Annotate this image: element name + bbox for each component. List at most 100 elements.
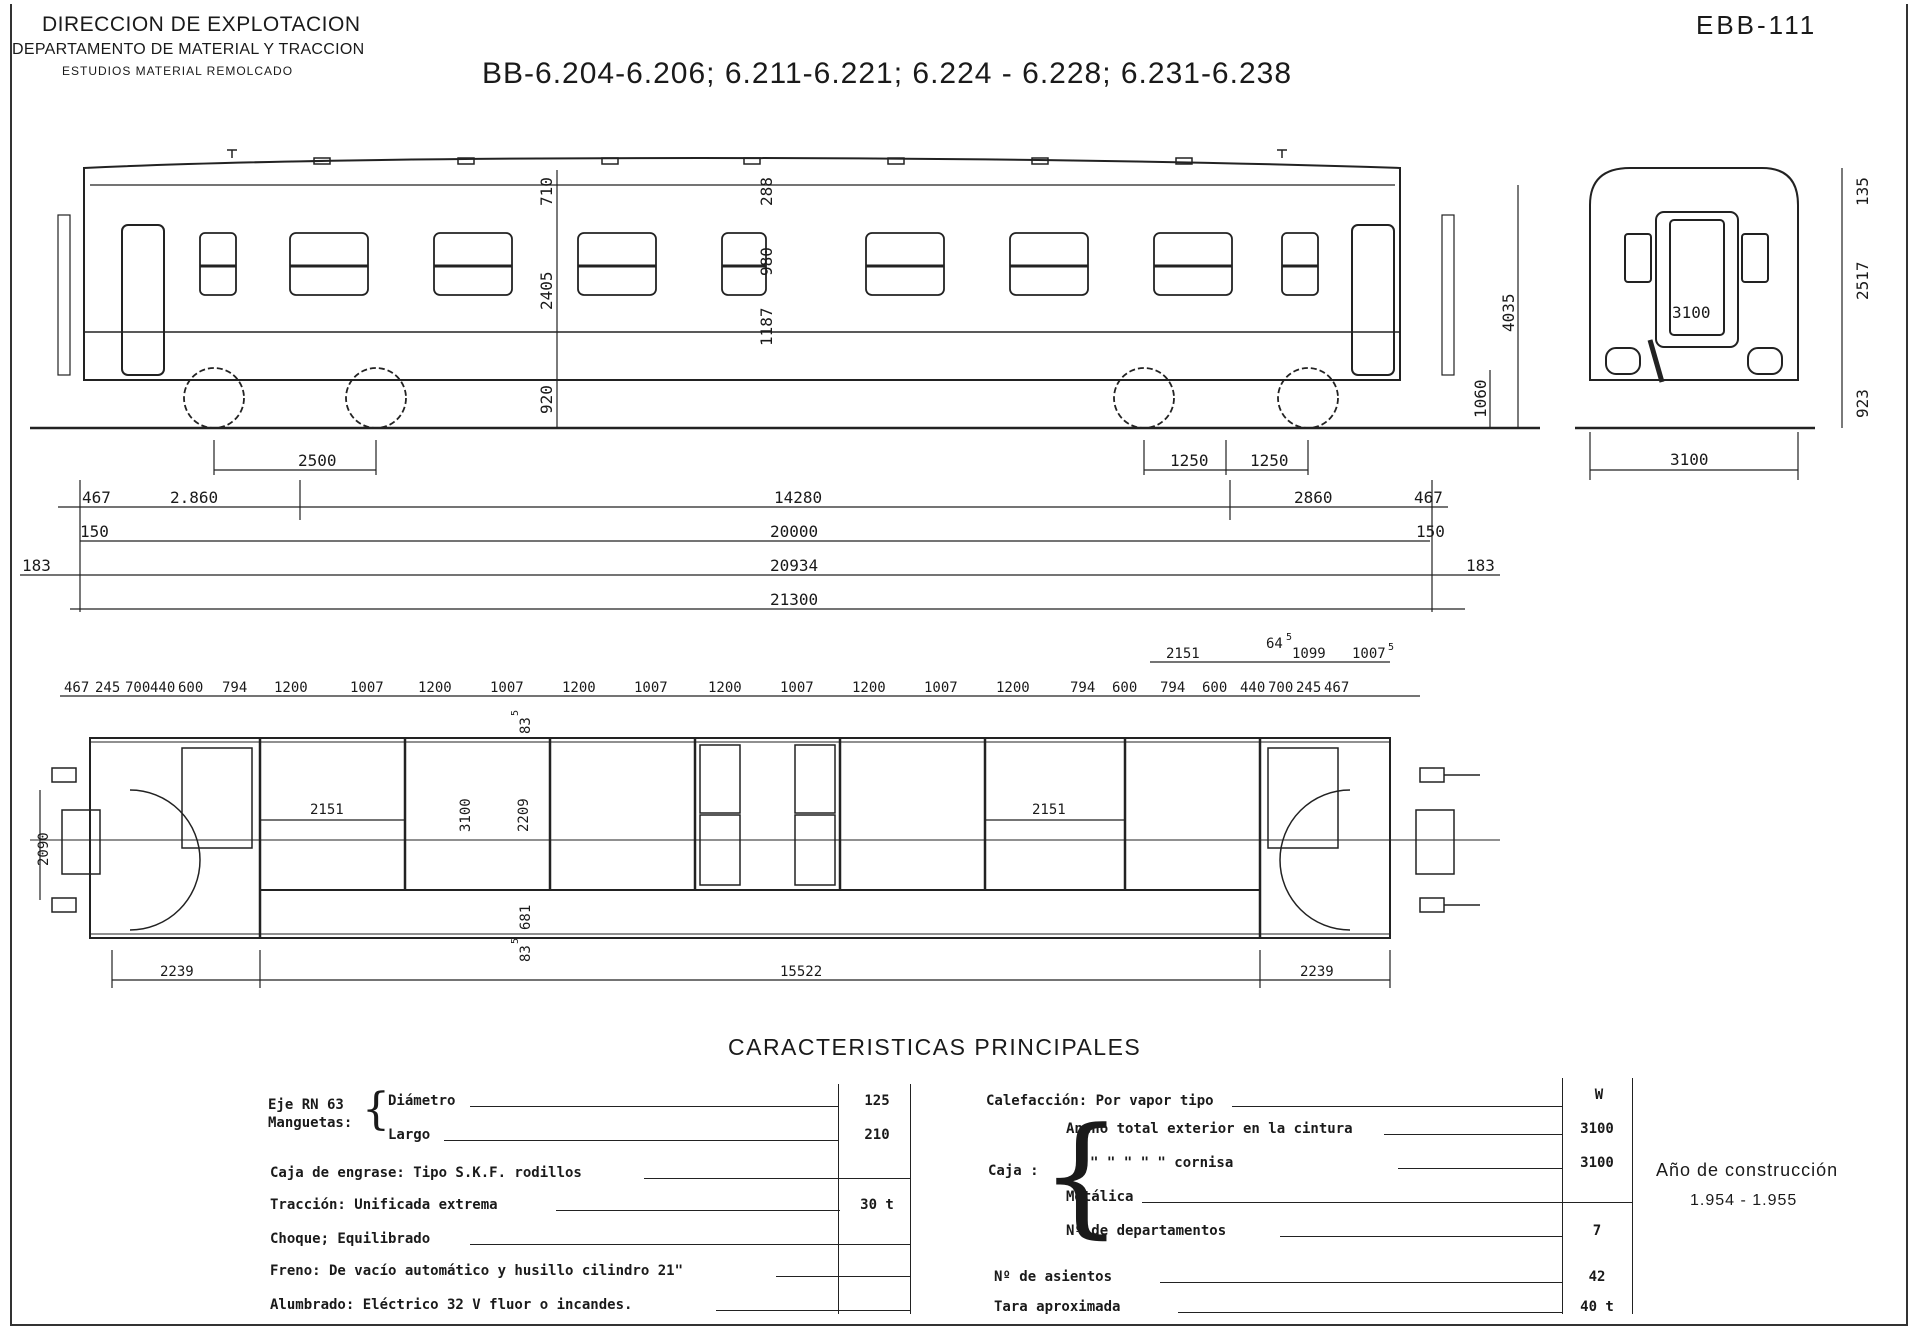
plan-top-794b: 794: [1070, 680, 1095, 696]
row4-dim-21300: 21300: [770, 590, 818, 609]
plan-top-440b: 440: [1240, 680, 1265, 696]
plan-top-440a: 440: [150, 680, 175, 696]
end-dim-width-3100: 3100: [1670, 450, 1709, 469]
spec-metalica: Metálica: [1066, 1189, 1134, 1205]
plan-inner-83a: 83: [518, 717, 534, 734]
spec-departamentos-line: [1280, 1236, 1562, 1237]
plan-top-245a: 245: [95, 680, 120, 696]
spec-tara-line: [1178, 1312, 1562, 1313]
org-line-1: DIRECCION DE EXPLOTACION: [42, 13, 361, 36]
plan-top-1200b: 1200: [418, 680, 452, 696]
spec-calefaccion: Calefacción: Por vapor tipo: [986, 1093, 1214, 1109]
spec-tara-value: 40 t: [1580, 1299, 1614, 1315]
plan-inner-83b: 83: [518, 945, 534, 962]
side-dim-4035: 4035: [1499, 293, 1518, 332]
end-dim-inner-3100: 3100: [1672, 303, 1711, 322]
plan-upper-1007-sup: 5: [1388, 642, 1394, 653]
org-line-2: DEPARTAMENTO DE MATERIAL Y TRACCION: [12, 41, 365, 58]
row1-dim-2860b: 2860: [1294, 488, 1333, 507]
plan-top-1200d: 1200: [708, 680, 742, 696]
year-value: 1.954 - 1.955: [1690, 1192, 1798, 1209]
plan-bottom-15522: 15522: [780, 964, 822, 980]
plan-inner-2151a: 2151: [310, 802, 344, 818]
spec-right-value-column: [1562, 1078, 1563, 1314]
specs-title: CARACTERISTICAS PRINCIPALES: [728, 1034, 1142, 1060]
plan-top-1007d: 1007: [780, 680, 814, 696]
plan-inner-83a-sup: 5: [510, 710, 521, 716]
row1-dim-467a: 467: [82, 488, 111, 507]
end-dim-2517: 2517: [1853, 261, 1872, 300]
spec-ancho-cintura-value: 3100: [1580, 1121, 1614, 1137]
spec-ancho-cornisa: " " " " " cornisa: [1090, 1155, 1234, 1171]
plan-top-467a: 467: [64, 680, 89, 696]
spec-choque-line: [470, 1244, 910, 1245]
spec-traccion: Tracción: Unificada extrema: [270, 1197, 498, 1213]
spec-diametro: Diámetro: [388, 1093, 456, 1109]
plan-top-700b: 700: [1268, 680, 1293, 696]
spec-asientos-line: [1160, 1282, 1562, 1283]
spec-caja-label: Caja :: [988, 1163, 1039, 1179]
plan-inner-2151b: 2151: [1032, 802, 1066, 818]
plan-top-600a: 600: [178, 680, 203, 696]
spec-freno: Freno: De vacío automático y husillo cil…: [270, 1263, 684, 1279]
plan-top-700a: 700: [125, 680, 150, 696]
side-dim-1187: 1187: [757, 307, 776, 346]
plan-top-1200a: 1200: [274, 680, 308, 696]
end-dim-135: 135: [1853, 177, 1872, 206]
plan-top-1007a: 1007: [350, 680, 384, 696]
spec-tara: Tara aproximada: [994, 1299, 1121, 1315]
spec-calefaccion-line: [1232, 1106, 1562, 1107]
org-line-3: ESTUDIOS MATERIAL REMOLCADO: [62, 64, 294, 78]
year-label: Año de construcción: [1656, 1160, 1839, 1180]
row3-dim-183b: 183: [1466, 556, 1495, 575]
side-dim-1060: 1060: [1471, 379, 1490, 418]
plan-top-245b: 245: [1296, 680, 1321, 696]
spec-ancho-cornisa-value: 3100: [1580, 1155, 1614, 1171]
plan-bottom-2239a: 2239: [160, 964, 194, 980]
spec-traccion-line: [556, 1210, 840, 1211]
spec-caja-engrase: Caja de engrase: Tipo S.K.F. rodillos: [270, 1165, 582, 1181]
spec-traccion-value: 30 t: [860, 1197, 894, 1213]
plan-inner-83b-sup: 5: [510, 938, 521, 944]
side-dim-920: 920: [537, 385, 556, 414]
series-title: BB-6.204-6.206; 6.211-6.221; 6.224 - 6.2…: [482, 57, 1293, 90]
plan-inner-3100: 3100: [458, 798, 474, 832]
row1-dim-14280: 14280: [774, 488, 822, 507]
spec-calefaccion-value: W: [1594, 1087, 1604, 1103]
plan-upper-64: 64: [1266, 636, 1283, 652]
side-dim-980: 980: [757, 247, 776, 276]
row1-dim-467b: 467: [1414, 488, 1443, 507]
spec-largo-value: 210: [864, 1127, 890, 1143]
bogie-dim-1250b: 1250: [1250, 451, 1289, 470]
spec-right-brace: {: [1040, 1099, 1123, 1251]
plan-upper-1099: 1099: [1292, 646, 1326, 662]
spec-caja-engrase-line: [644, 1178, 910, 1179]
side-dim-710: 710: [537, 177, 556, 206]
plan-top-1007b: 1007: [490, 680, 524, 696]
plan-bottom-2239b: 2239: [1300, 964, 1334, 980]
spec-departamentos-value: 7: [1592, 1223, 1602, 1239]
plan-inner-2209: 2209: [516, 798, 532, 832]
plan-view: 467 245 700 440 600 794 1200 1007 1200 1…: [30, 632, 1500, 988]
spec-right-value-column-end: [1632, 1078, 1633, 1314]
spec-largo: Largo: [388, 1127, 431, 1143]
spec-asientos-value: 42: [1588, 1269, 1606, 1285]
plan-upper-1007: 1007: [1352, 646, 1386, 662]
spec-largo-line: [444, 1140, 838, 1141]
spec-choque: Choque; Equilibrado: [270, 1231, 431, 1247]
spec-metalica-line: [1142, 1202, 1632, 1203]
spec-ancho-cornisa-line: [1398, 1168, 1562, 1169]
end-view: [1575, 167, 1843, 480]
spec-departamentos: Nº de departamentos: [1066, 1223, 1227, 1239]
row3-dim-20934: 20934: [770, 556, 818, 575]
side-dim-288: 288: [757, 177, 776, 206]
spec-ancho-cintura: Ancho total exterior en la cintura: [1066, 1121, 1353, 1137]
spec-alumbrado-line: [716, 1310, 910, 1311]
plan-upper-64-sup: 5: [1286, 632, 1292, 643]
row1-dim-2860a: 2.860: [170, 488, 218, 507]
spec-freno-line: [776, 1276, 910, 1277]
spec-mangueta-label: Manguetas:: [268, 1115, 353, 1131]
sheet-frame: [10, 4, 1908, 1326]
row3-dim-183a: 183: [22, 556, 51, 575]
